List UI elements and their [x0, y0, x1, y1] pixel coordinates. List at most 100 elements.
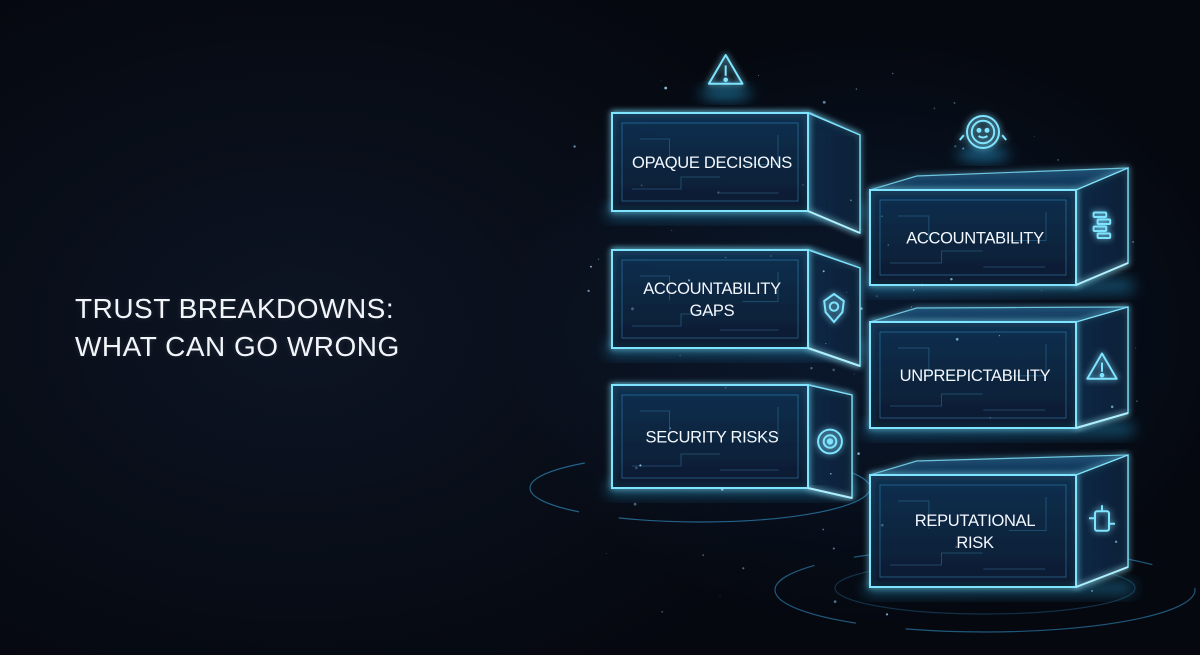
warning-triangle-icon [1086, 352, 1118, 380]
dust-particle [911, 306, 912, 308]
dust-particle [881, 215, 883, 217]
dust-particle [989, 417, 991, 419]
dust-particle [998, 334, 1001, 337]
dust-particle [631, 307, 634, 311]
box-front-face [869, 321, 1077, 429]
box-side-bottom-edge [1075, 566, 1129, 588]
box-label-security-risks-1: SECURITY RISKS [645, 429, 778, 447]
box-label-accountability-1: ACCOUNTABILITY [906, 230, 1044, 248]
lock-ring-icon [817, 428, 843, 455]
dust-particle [832, 368, 836, 372]
dust-particle [822, 100, 826, 104]
box-circuit-lines [890, 212, 1047, 268]
box-front-face [611, 384, 809, 489]
dust-particle [885, 613, 889, 616]
dust-particle [891, 72, 894, 75]
title-line-1: TRUST BREAKDOWNS: [75, 293, 395, 324]
dust-particle [1096, 377, 1097, 379]
dust-particle [724, 256, 727, 259]
dust-particle [950, 277, 953, 281]
dust-particle [661, 611, 664, 613]
box-front-face [611, 249, 809, 349]
top-icon-glow [699, 87, 752, 99]
page-title: TRUST BREAKDOWNS: WHAT CAN GO WRONG [75, 290, 535, 366]
dust-particle [850, 199, 852, 202]
dust-particle [1033, 135, 1035, 138]
dust-particle [846, 291, 848, 293]
dust-particle [669, 427, 671, 429]
dust-particle [634, 466, 638, 470]
dust-particle [1091, 590, 1093, 592]
dust-particle [640, 184, 643, 187]
dust-particle [687, 279, 691, 282]
dust-particle [825, 343, 827, 345]
box-label-accountability-gaps-2: GAPS [690, 302, 735, 320]
face-badge-icon [959, 115, 1007, 149]
dust-particle [833, 600, 837, 603]
dust-particle [953, 101, 956, 104]
dust-particle [770, 255, 772, 257]
top-icon-glow [957, 148, 1009, 160]
box-inner-frame [879, 484, 1067, 578]
title-line-2: WHAT CAN GO WRONG [75, 331, 400, 362]
dust-particle [664, 86, 668, 90]
dust-particle [933, 107, 936, 110]
box-inner-frame [621, 122, 799, 202]
dust-particle [633, 502, 637, 506]
box-label-accountability-gaps-1: ACCOUNTABILITY [643, 280, 781, 298]
bar-blocks-icon [1092, 211, 1112, 239]
dust-particle [1135, 347, 1137, 349]
dust-particle [802, 184, 804, 186]
box-label-reputational-risk-1: REPUTATIONAL [915, 512, 1036, 530]
dust-particle [920, 283, 924, 287]
dust-particle [679, 354, 681, 357]
box-circuit-lines [890, 497, 1047, 570]
dust-particle [962, 147, 965, 150]
box-security-risks: SECURITY RISKS [606, 384, 858, 499]
box-side-bottom-edge [807, 347, 861, 367]
dust-particle [725, 387, 727, 389]
dust-particle [880, 523, 884, 527]
box-front-face [611, 112, 809, 212]
box-circuit-lines [890, 344, 1047, 411]
dust-particle [702, 554, 705, 557]
box-inner-frame [621, 394, 799, 479]
dust-particle [719, 595, 721, 597]
dust-particle [822, 528, 825, 531]
box-label-reputational-risk-2: RISK [956, 534, 994, 552]
dust-particle [573, 145, 576, 148]
dust-particle [1136, 400, 1138, 402]
dust-particle [830, 473, 832, 475]
dust-particle [1132, 241, 1134, 243]
box-circuit-lines [632, 407, 779, 471]
dust-particle [832, 547, 835, 550]
box-circuit-lines [632, 135, 779, 194]
dust-particle [853, 373, 855, 375]
particle-dust [573, 72, 1138, 616]
box-opaque-decisions: OPAQUE DECISIONS [606, 54, 866, 235]
box-side-bottom-edge [807, 210, 861, 234]
dust-particle [857, 452, 860, 455]
dust-particle [954, 145, 957, 148]
dust-particle [855, 88, 858, 90]
dust-particle [955, 546, 957, 548]
box-inner-frame [879, 331, 1067, 419]
dust-particle [742, 567, 745, 570]
box-circuit-lines [632, 272, 779, 331]
circuit-icon [1089, 505, 1115, 532]
dust-particle [757, 74, 759, 76]
dust-particle [955, 337, 959, 341]
boxes-layer: OPAQUE DECISIONS ACCOUNTABILITY GAPS SECURI… [606, 54, 1134, 595]
box-accountability: ACCOUNTABILITY [864, 115, 1134, 293]
box-front-face [869, 189, 1077, 286]
box-side-face [807, 249, 861, 367]
dust-particle [887, 244, 889, 246]
box-front-face [869, 474, 1077, 588]
box-side-bottom-edge [807, 487, 853, 499]
box-inner-frame [879, 199, 1067, 276]
dust-particle [859, 307, 863, 310]
dust-particle [660, 80, 662, 82]
box-side-bottom-edge [1075, 262, 1129, 286]
